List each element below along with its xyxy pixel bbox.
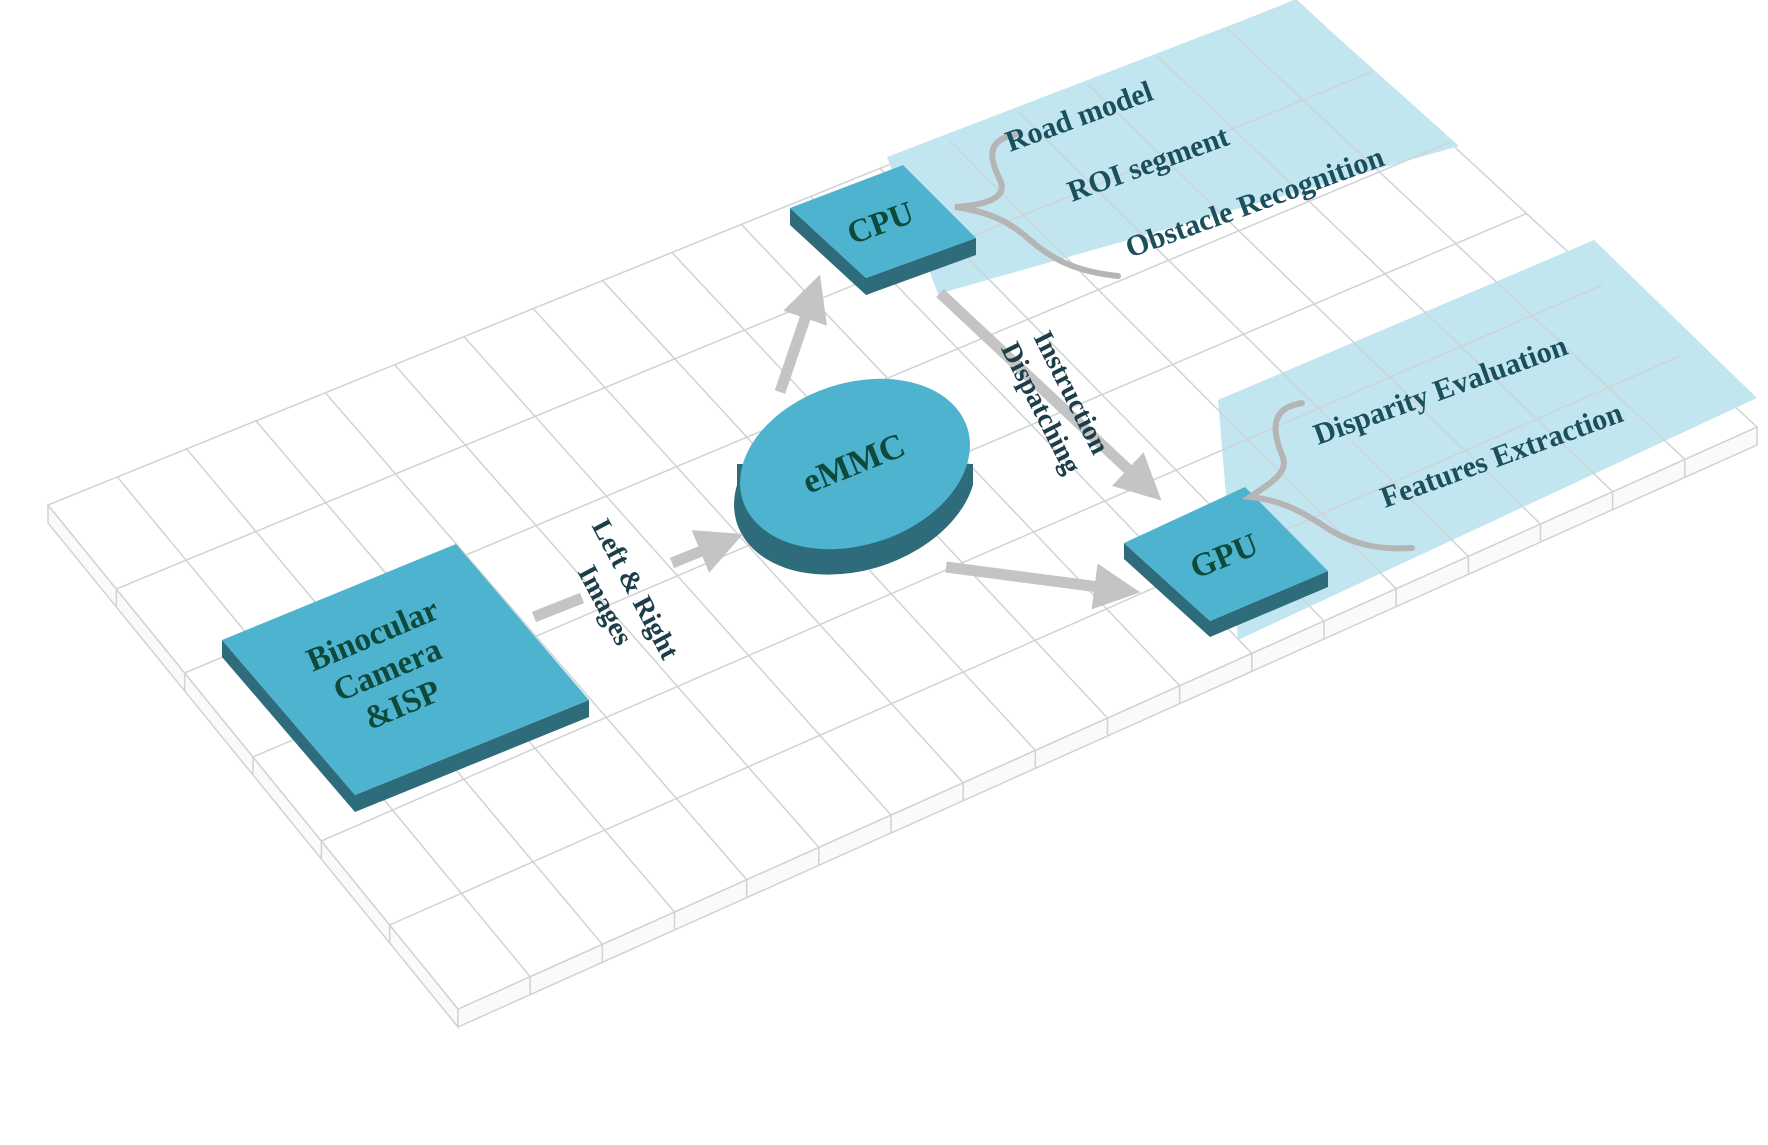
cpu-block-front-side [790,208,866,295]
cpu-block-right-side [866,238,976,295]
arrow-emmc-to-cpu [774,274,827,394]
cpu-tasks-brace [954,132,1121,279]
arrow-camera-to-emmc [531,592,585,623]
arrow-emmc-to-gpu [945,561,1141,610]
emmc-storage: eMMC [734,378,973,575]
gpu-block-right-side [1210,571,1328,637]
arrow-camera-to-emmc-head [669,530,744,573]
camera-block-top [222,544,589,795]
gpu-block: GPU [1124,487,1328,637]
gpu-block-front-side [1124,543,1210,637]
arrow-cpu-to-gpu [936,288,1162,501]
emmc-top [740,378,970,550]
camera-block-right-side [355,700,589,812]
cpu-block-top [790,165,976,278]
gpu-tasks-brace [1241,400,1415,552]
grid-line [389,355,1681,926]
camera-block-front-side [222,640,355,812]
data-flow-arrows [531,274,1162,623]
gpu-block-top [1124,487,1328,621]
grid-line [116,70,1374,590]
grid-line [321,283,1604,842]
cpu-block: CPU [790,165,976,295]
camera-isp-block: Binocular Camera &ISP [222,544,589,812]
